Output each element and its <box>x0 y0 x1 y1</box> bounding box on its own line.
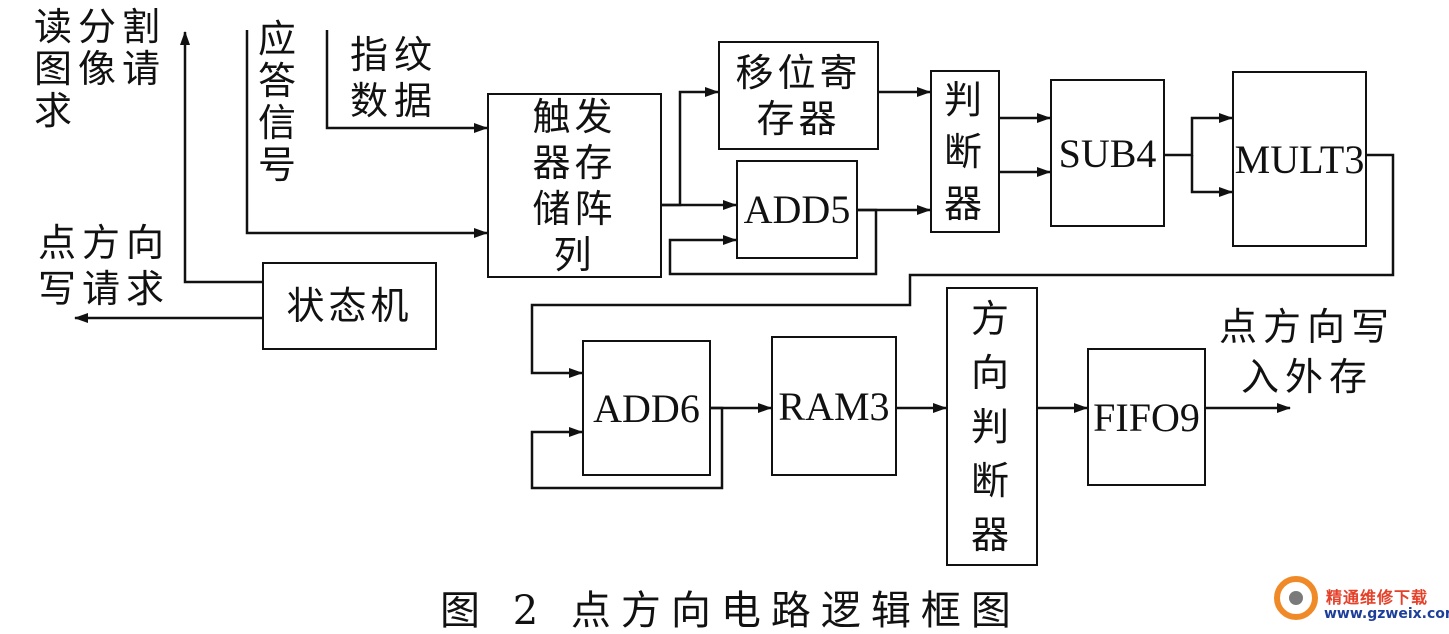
arrow-ack-signal <box>245 30 488 238</box>
block-mult3-label: MULT3 <box>1234 136 1365 182</box>
block-add6: ADD6 <box>582 340 711 476</box>
arrow-mult3-to-add6 <box>530 153 1395 378</box>
block-mult3: MULT3 <box>1232 71 1367 247</box>
watermark-ring-icon <box>1274 576 1318 620</box>
block-comparator-label: 判断器 <box>943 77 986 226</box>
label-read-seg-request: 读分割图像请求 <box>34 5 167 133</box>
block-trigger-memory: 触发器存储阵列 <box>487 93 662 278</box>
block-sub4-label: SUB4 <box>1058 130 1157 176</box>
arrow-sub4-to-mult3-b <box>1190 155 1233 197</box>
block-direction-comparator-label: 方向判断器 <box>970 296 1013 557</box>
block-direction-comparator: 方向判断器 <box>946 287 1038 566</box>
watermark-name: 精通维修下载 <box>1326 588 1429 607</box>
block-ram3-label: RAM3 <box>778 383 890 429</box>
arrow-fingerprint-data <box>325 30 488 133</box>
block-add6-label: ADD6 <box>593 385 700 431</box>
label-point-dir-write-request: 点方向写请求 <box>38 221 171 311</box>
arrow-sub4-to-mult3-a <box>1165 113 1233 157</box>
label-point-dir-write-ext: 点方向写入外存 <box>1218 305 1395 399</box>
block-trigger-memory-label: 触发器存储阵列 <box>532 94 617 277</box>
block-comparator: 判断器 <box>930 70 1000 233</box>
arrow-to-shift-register <box>662 87 719 207</box>
block-shift-register: 移位寄存器 <box>718 41 879 150</box>
watermark-url: www.gzweix.com <box>1324 606 1449 622</box>
block-add5-label: ADD5 <box>743 187 851 232</box>
label-ack-signal: 应答信号 <box>257 17 296 187</box>
block-sub4: SUB4 <box>1050 79 1165 227</box>
block-state-machine-label: 状态机 <box>286 284 413 328</box>
figure-caption: 图 2 点方向电路逻辑框图 <box>440 588 1021 634</box>
block-shift-register-label: 移位寄存器 <box>735 50 862 141</box>
arrow-read-request <box>180 31 262 284</box>
watermark-logo: 精通维修下载 www.gzweix.com <box>1270 570 1449 630</box>
block-fifo9-label: FIFO9 <box>1093 394 1200 440</box>
block-add5: ADD5 <box>736 160 858 259</box>
block-ram3: RAM3 <box>771 336 897 476</box>
label-fingerprint-data: 指纹数据 <box>350 33 439 123</box>
block-fifo9: FIFO9 <box>1087 348 1206 486</box>
block-state-machine: 状态机 <box>262 262 437 350</box>
